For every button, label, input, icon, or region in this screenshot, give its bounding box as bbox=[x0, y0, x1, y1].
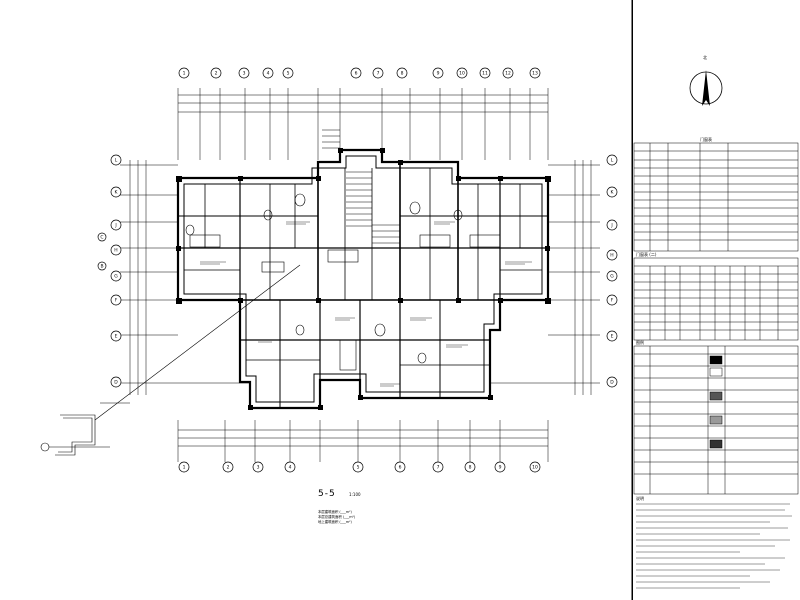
notes-block bbox=[636, 503, 792, 589]
axis-label: F bbox=[115, 298, 118, 304]
north-arrow-icon bbox=[689, 70, 723, 106]
dimension-lines-right bbox=[490, 160, 600, 395]
axis-label: 13 bbox=[532, 71, 538, 77]
legend-title: 图例 bbox=[636, 340, 644, 345]
axis-label: E bbox=[115, 334, 118, 340]
axis-label: 6 bbox=[355, 71, 358, 77]
building-walls bbox=[176, 148, 550, 410]
plan-scale: 1:100 bbox=[349, 492, 361, 497]
axis-label: 7 bbox=[377, 71, 380, 77]
stair-treads bbox=[322, 129, 400, 244]
axis-label: 12 bbox=[505, 71, 511, 77]
axis-label: E bbox=[611, 334, 614, 340]
axis-label: F bbox=[611, 298, 614, 304]
notes-title: 说明 bbox=[636, 496, 644, 501]
axis-label: D bbox=[114, 380, 118, 386]
axis-label: 5 bbox=[357, 465, 360, 471]
detail-leader bbox=[40, 264, 301, 456]
axis-label: L bbox=[611, 158, 614, 164]
dimension-lines-top bbox=[177, 88, 549, 160]
structural-columns bbox=[176, 148, 551, 410]
axis-label: 5 bbox=[287, 71, 290, 77]
axis-label: J bbox=[610, 223, 612, 229]
axis-label: 3 bbox=[257, 465, 260, 471]
axis-bubbles-top bbox=[178, 67, 541, 79]
axis-label: 4 bbox=[267, 71, 270, 77]
axis-bubbles-right bbox=[606, 154, 618, 388]
axis-label: G bbox=[610, 274, 614, 280]
axis-label: D bbox=[610, 380, 614, 386]
axis-label: 6 bbox=[399, 465, 402, 471]
door-window-table-1 bbox=[633, 142, 799, 252]
axis-label: 9 bbox=[499, 465, 502, 471]
legend-table bbox=[633, 345, 799, 495]
axis-label: G bbox=[114, 274, 118, 280]
table1-title: 门窗表 bbox=[700, 137, 712, 142]
axis-label: K bbox=[115, 190, 119, 196]
axis-label: B bbox=[100, 264, 103, 270]
axis-label: 2 bbox=[227, 465, 230, 471]
area-line-1: 本层建筑面积 (___m²) bbox=[318, 510, 352, 514]
area-line-2: 本层总建筑面积 (___m²) bbox=[318, 515, 356, 519]
axis-label: 1 bbox=[183, 71, 186, 77]
room-annotations bbox=[200, 221, 532, 387]
dimension-lines-left bbox=[120, 160, 250, 395]
plan-title: 5-5 bbox=[318, 489, 336, 499]
dimension-lines-bottom bbox=[177, 420, 549, 462]
north-label: 北 bbox=[703, 55, 707, 60]
axis-label: H bbox=[114, 248, 117, 254]
axis-label: H bbox=[610, 253, 613, 259]
table2-title: 门窗表 (二) bbox=[636, 252, 657, 257]
axis-label: K bbox=[611, 190, 615, 196]
axis-label: 11 bbox=[482, 71, 488, 77]
axis-bubbles-bottom bbox=[178, 461, 541, 473]
axis-label: 1 bbox=[183, 465, 186, 471]
axis-label: 2 bbox=[215, 71, 218, 77]
axis-label: J bbox=[114, 223, 116, 229]
axis-label: 10 bbox=[532, 465, 538, 471]
axis-label: 4 bbox=[289, 465, 292, 471]
axis-label: 10 bbox=[459, 71, 465, 77]
axis-label: 8 bbox=[401, 71, 404, 77]
fixtures bbox=[185, 193, 501, 371]
title-block-panel bbox=[632, 0, 800, 600]
door-window-table-2 bbox=[633, 257, 799, 341]
axis-bubbles-left bbox=[97, 154, 122, 388]
axis-label: L bbox=[115, 158, 118, 164]
axis-label: 9 bbox=[437, 71, 440, 77]
area-line-3: 地上建筑面积 (___m²) bbox=[318, 520, 352, 524]
axis-label: 3 bbox=[243, 71, 246, 77]
axis-label: 8 bbox=[469, 465, 472, 471]
axis-label: C bbox=[100, 235, 103, 241]
axis-label: 7 bbox=[437, 465, 440, 471]
